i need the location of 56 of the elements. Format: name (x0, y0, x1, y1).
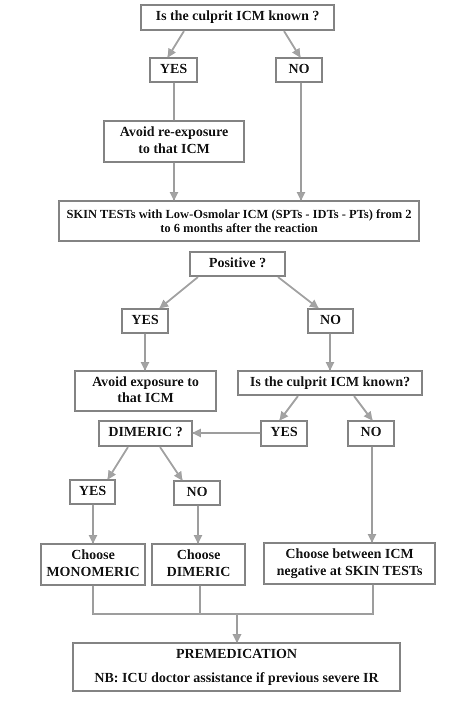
arrow (140, 334, 150, 371)
box-label: NO (360, 425, 382, 442)
arrow (159, 276, 199, 309)
arrow (159, 446, 183, 481)
arrow (326, 334, 334, 371)
arrow (88, 505, 98, 544)
box-label: Is the culprit ICM known ? (156, 9, 320, 26)
process-box (40, 543, 146, 586)
process-box (98, 420, 193, 447)
box-label: Avoid re-exposure to that ICM (119, 125, 229, 158)
process-box (307, 308, 354, 334)
arrow (353, 395, 373, 421)
arrow (107, 446, 129, 480)
arrow (279, 395, 299, 421)
arrow (277, 276, 319, 309)
box-label: YES (78, 484, 106, 500)
process-box (58, 200, 420, 242)
process-box (260, 420, 308, 447)
box-label: Avoid exposure to that ICM (91, 374, 200, 408)
process-box (275, 57, 323, 83)
arrow (232, 585, 374, 643)
arrow (170, 163, 178, 201)
process-box (72, 642, 401, 692)
arrow (194, 506, 202, 544)
arrow (192, 428, 260, 438)
box-label: NO (320, 312, 341, 330)
process-box (103, 120, 245, 163)
box-label: Is the culprit ICM known? (250, 374, 410, 392)
process-box (149, 57, 198, 83)
box-label: YES (131, 312, 159, 330)
box-label: SKIN TESTs with Low-Osmolar ICM (SPTs - IDTs - PTs) from 2 to 6 months after the reaction (65, 206, 413, 236)
process-box (140, 4, 335, 31)
box-label: YES (160, 62, 188, 78)
process-box (74, 370, 217, 412)
arrow (368, 447, 376, 543)
arrow (167, 30, 185, 58)
process-box (189, 251, 286, 277)
process-box (69, 479, 116, 505)
process-box (121, 308, 169, 334)
box-label: Choose between ICM negative at SKIN TESTs (276, 547, 424, 580)
box-label: NO (288, 62, 310, 78)
process-box (173, 480, 221, 506)
process-box (263, 542, 436, 585)
process-box (151, 543, 246, 586)
box-label: Choose MONOMERIC (46, 548, 140, 581)
box-label: PREMEDICATION (176, 646, 298, 663)
arrow (296, 83, 306, 201)
box-label: YES (270, 425, 298, 442)
box-label: Choose DIMERIC (166, 548, 232, 581)
box-label: NO (186, 484, 208, 502)
box-label: Positive ? (208, 256, 266, 272)
box-label: DIMERIC ? (108, 425, 183, 442)
process-box (237, 370, 423, 396)
process-box (347, 420, 395, 447)
box-label: NB: ICU doctor assistance if previous severe IR (94, 671, 379, 688)
arrow (283, 30, 301, 58)
